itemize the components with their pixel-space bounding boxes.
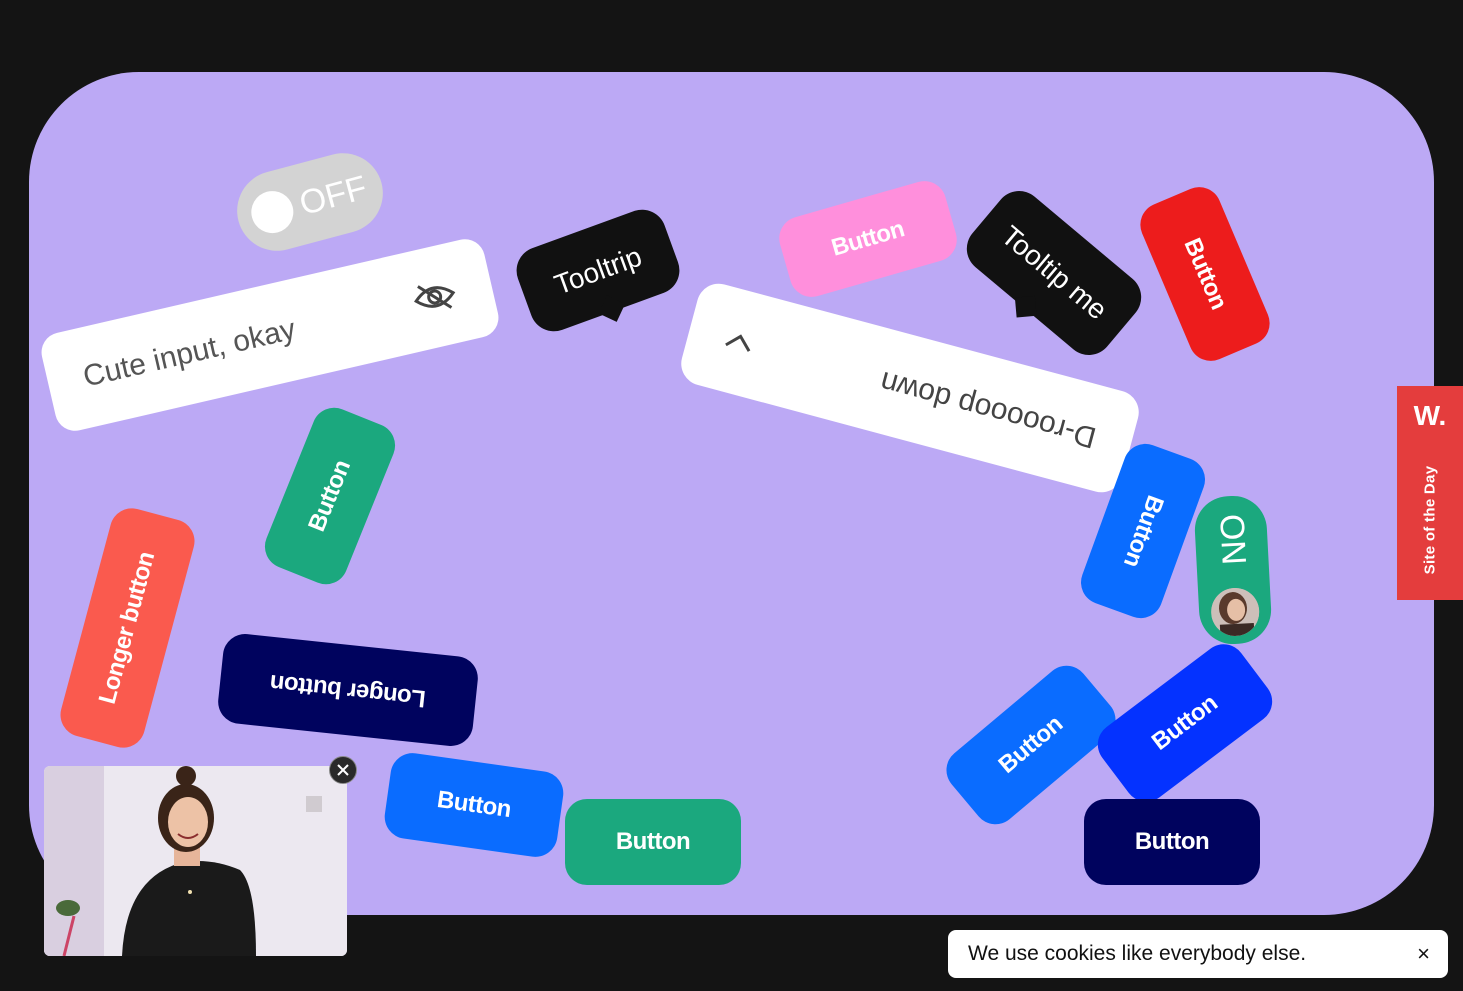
navy-button-bottom-label: Button	[1134, 828, 1210, 855]
toggle-knob	[246, 186, 299, 238]
navy-longer-button-label: Longer button	[268, 668, 427, 713]
royal-button-diagonal-label: Button	[1146, 689, 1223, 756]
awwwards-logo: W.	[1413, 400, 1447, 431]
cookie-close-button[interactable]: ×	[1417, 941, 1430, 966]
green-button-bottom[interactable]: Button	[565, 799, 741, 885]
tooltip-tooltrip[interactable]: Tooltrip	[509, 202, 687, 339]
tooltip-tail	[1014, 295, 1037, 318]
toggle-on-label: ON	[1211, 513, 1253, 566]
blue-button-bottom[interactable]: Button	[381, 750, 567, 860]
green-button-bottom-label: Button	[615, 828, 691, 855]
video-preview[interactable]	[44, 766, 347, 956]
blue-button-bottom-label: Button	[435, 785, 513, 824]
badge-text: Site of the Day	[1421, 465, 1439, 575]
chevron-icon[interactable]	[722, 329, 756, 356]
navy-longer-button[interactable]: Longer button	[215, 631, 481, 749]
avatar	[1209, 586, 1261, 638]
dropdown-select[interactable]: D-rooooop down	[676, 278, 1144, 498]
navy-button-bottom[interactable]: Button	[1084, 799, 1260, 885]
tooltip-me-label: Tooltip me	[995, 219, 1114, 326]
toggle-off[interactable]: OFF	[228, 144, 392, 260]
toggle-on[interactable]: ON	[1193, 494, 1273, 646]
dropdown-label: D-rooooop down	[876, 364, 1100, 455]
pink-button-label: Button	[828, 215, 908, 262]
red-button-label: Button	[1178, 234, 1233, 314]
blue-button-diagonal-label: Button	[993, 710, 1068, 779]
cookie-text: We use cookies like everybody else.	[968, 942, 1307, 965]
blue-button-right-label: Button	[1118, 491, 1169, 571]
tooltip-tail	[598, 295, 626, 322]
cute-input-placeholder: Cute input, okay	[80, 312, 299, 394]
tooltip-tooltrip-label: Tooltrip	[550, 240, 646, 301]
close-icon[interactable]	[329, 756, 357, 784]
red-button[interactable]: Button	[1133, 180, 1277, 368]
eye-slash-icon[interactable]	[410, 276, 460, 317]
royal-button-diagonal[interactable]: Button	[1089, 635, 1281, 811]
coral-longer-button-label: Longer button	[93, 548, 161, 707]
green-button-upper-label: Button	[303, 456, 356, 536]
site-of-the-day-badge[interactable]: W. Site of the Day	[1397, 386, 1463, 600]
green-button-upper[interactable]: Button	[258, 401, 402, 591]
toggle-off-label: OFF	[295, 168, 371, 223]
pink-button[interactable]: Button	[774, 175, 962, 303]
cookie-banner: We use cookies like everybody else. ×	[948, 930, 1448, 978]
coral-longer-button[interactable]: Longer button	[55, 503, 200, 753]
tooltip-me[interactable]: Tooltip me	[957, 181, 1151, 365]
cute-input[interactable]: Cute input, okay	[37, 235, 503, 435]
